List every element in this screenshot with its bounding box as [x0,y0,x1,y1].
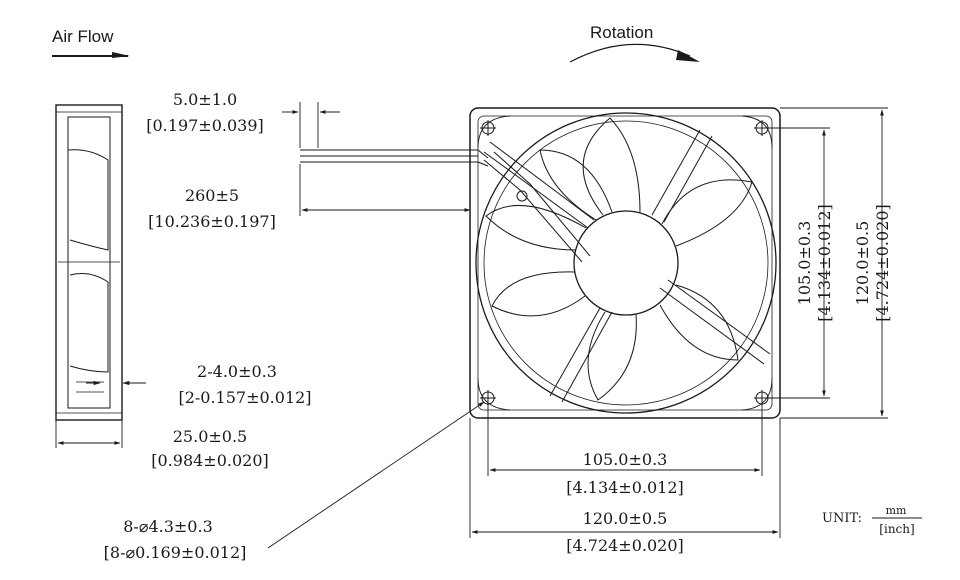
fan-blades [485,117,753,401]
lead-length-dimension-lines [299,164,471,216]
dim-lead-length-mm: 260±5 [185,186,239,205]
dim-overall-height-mm: 120.0±0.5 [853,221,872,306]
unit-legend: UNIT: mm [inch] [822,504,922,536]
bottom-dimension-lines [469,406,781,538]
dim-lead-offset: 5.0±1.0 [0.197±0.039] [146,90,264,135]
dim-lead-length: 260±5 [10.236±0.197] [148,186,276,231]
fan-struts [483,129,771,403]
fan-side-view [55,104,123,421]
thickness-dimension-lines [55,420,123,448]
dim-mount-depth: 2-4.0±0.3 [2-0.157±0.012] [178,362,311,407]
holes-leader-line [267,401,485,549]
dim-holes-mm: 8-⌀4.3±0.3 [123,517,213,536]
dim-overall-width: 120.0±0.5 [4.724±0.020] [566,509,684,555]
fan-frame-outer [469,107,781,419]
dim-overall-width-inch: [4.724±0.020] [566,536,684,555]
rotation-indicator: Rotation [569,23,700,63]
dim-hole-spacing-v-mm: 105.0±0.3 [795,221,814,306]
dim-lead-offset-inch: [0.197±0.039] [146,116,264,135]
dim-hole-spacing-v: 105.0±0.3 [4.134±0.012] [795,204,834,322]
air-flow-arrow-head [112,52,130,58]
dim-overall-height: 120.0±0.5 [4.724±0.020] [853,204,892,322]
rotation-label: Rotation [590,23,653,42]
mounting-hole-bottom-right [754,390,770,406]
mounting-hole-bottom-left [480,390,496,406]
right-dimension-lines [770,107,888,419]
lead-wire [300,149,489,167]
mounting-holes [480,120,770,406]
unit-label: UNIT: [822,511,862,526]
rotation-arc [569,43,691,63]
dim-overall-height-inch: [4.724±0.020] [873,204,892,322]
dim-hole-spacing-h-mm: 105.0±0.3 [583,450,668,469]
air-flow-indicator: Air Flow [52,27,130,58]
fan-venturi [475,112,777,414]
dim-holes-inch: [8-⌀0.169±0.012] [104,543,247,562]
dim-thickness: 25.0±0.5 [0.984±0.020] [151,427,269,470]
dim-thickness-mm: 25.0±0.5 [173,427,247,446]
rotation-arrow-head [676,50,700,62]
fan-hub [573,210,679,316]
unit-numerator: mm [886,504,907,517]
dim-overall-width-mm: 120.0±0.5 [583,509,668,528]
unit-denominator: [inch] [879,522,914,536]
dim-holes: 8-⌀4.3±0.3 [8-⌀0.169±0.012] [104,517,247,562]
dim-mount-depth-inch: [2-0.157±0.012] [178,388,311,407]
dim-hole-spacing-h-inch: [4.134±0.012] [566,478,684,497]
fan-frame-inner [477,115,773,411]
dim-mount-depth-mm: 2-4.0±0.3 [197,362,277,381]
mounting-hole-top-left [480,120,496,136]
dim-lead-length-inch: [10.236±0.197] [148,212,276,231]
fan-front-view [469,107,781,419]
dim-lead-offset-mm: 5.0±1.0 [173,90,237,109]
dim-hole-spacing-h: 105.0±0.3 [4.134±0.012] [566,450,684,497]
dim-thickness-inch: [0.984±0.020] [151,451,269,470]
mounting-hole-top-right [754,120,770,136]
lead-offset-dimension-lines [282,102,340,148]
dim-hole-spacing-v-inch: [4.134±0.012] [815,204,834,322]
air-flow-label: Air Flow [52,27,114,46]
